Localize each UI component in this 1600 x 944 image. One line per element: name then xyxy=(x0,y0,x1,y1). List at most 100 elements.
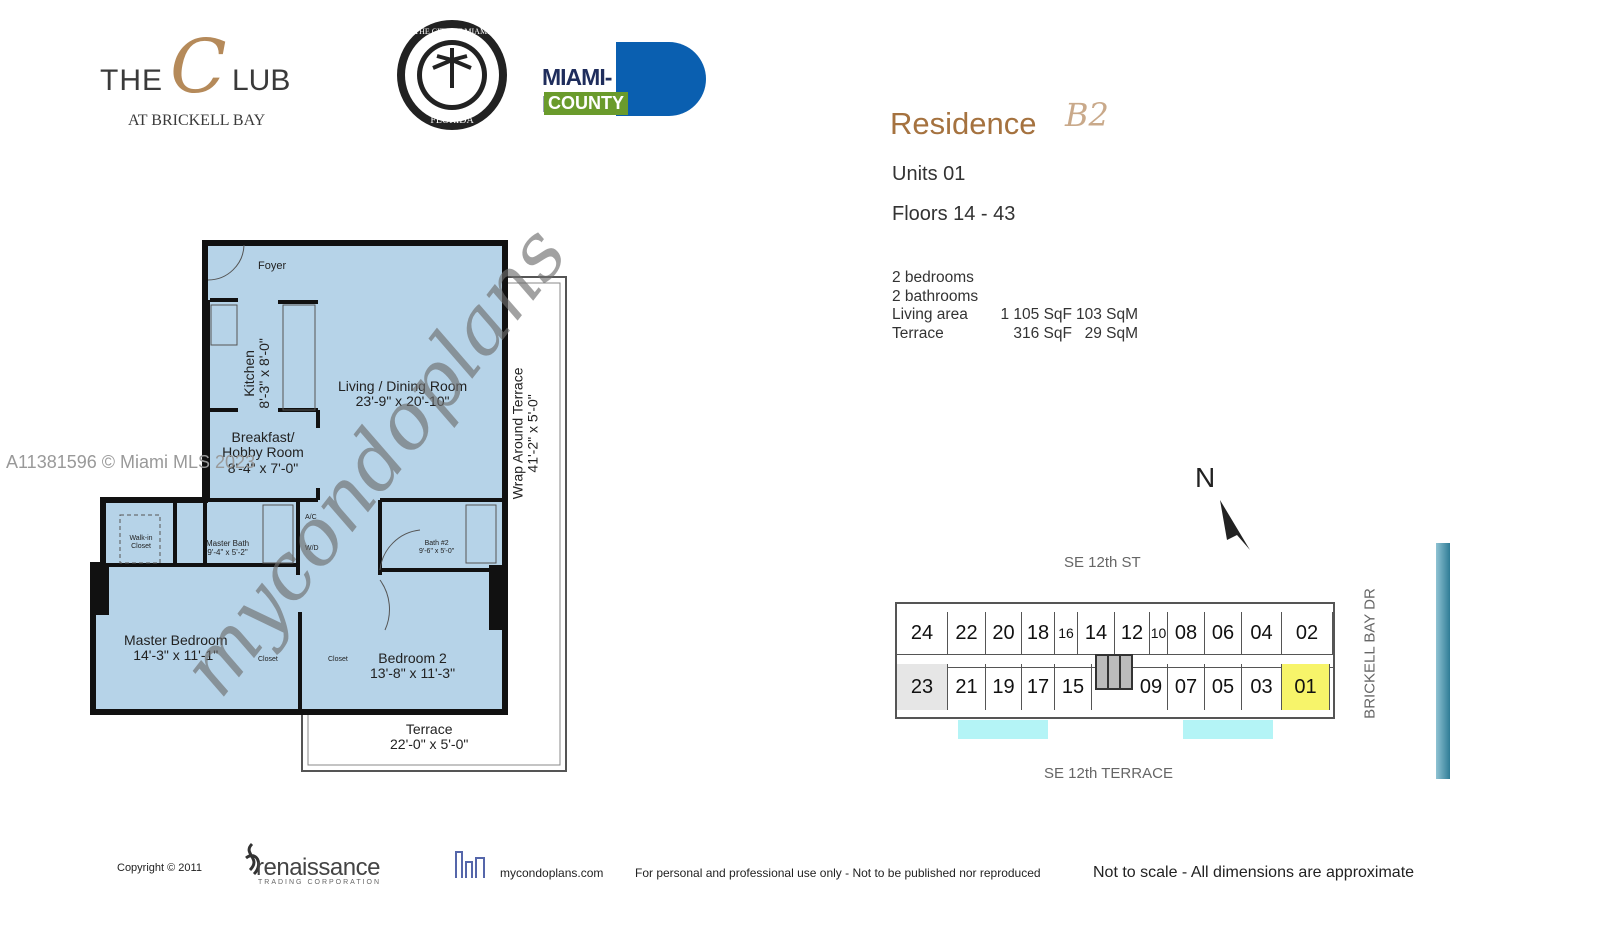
street-top: SE 12th ST xyxy=(1064,554,1141,571)
site-unit-02: 02 xyxy=(1282,612,1333,654)
waterfront xyxy=(1436,543,1450,779)
spec-row: 2 bedrooms xyxy=(892,269,1138,288)
room-dim: 22'-0" x 5'-0" xyxy=(390,736,469,753)
north-label: N xyxy=(1195,462,1216,493)
site-unit-01: 01 xyxy=(1282,664,1330,710)
logo-text: C xyxy=(170,24,227,110)
room-name: Breakfast/ Hobby Room xyxy=(222,429,304,461)
spec-label: 2 bedrooms xyxy=(892,269,974,286)
street-bottom: SE 12th TERRACE xyxy=(1044,765,1173,782)
room-dim: 8'-3" x 8'-0" xyxy=(256,338,273,409)
room-dim: 8'-4" x 7'-0" xyxy=(227,459,299,476)
room-dim: 9'-4" x 5'-2" xyxy=(207,547,248,557)
site-unit-21: 21 xyxy=(948,664,986,710)
room-label-foyer: Foyer xyxy=(258,260,287,272)
site-unit-19: 19 xyxy=(986,664,1022,710)
club-logo: THE C LUB AT BRICKELL BAY xyxy=(100,24,300,138)
site-unit-15: 15 xyxy=(1055,664,1092,710)
units-label: Units 01 xyxy=(892,163,966,185)
site-unit-03: 03 xyxy=(1242,664,1282,710)
site-unit-10: 10 xyxy=(1150,612,1168,654)
room-label-walkin: Walk-in Closet xyxy=(129,535,153,550)
label-ac: A/C xyxy=(305,514,317,521)
site-unit-06: 06 xyxy=(1205,612,1242,654)
seal-text: THE CITY OF MIAMI xyxy=(414,27,490,36)
logo-text: THE xyxy=(100,64,163,97)
room-name: Bedroom 2 xyxy=(378,650,447,666)
pool-left xyxy=(958,720,1048,739)
north-arrow-icon xyxy=(1220,500,1250,550)
label-closet: Closet xyxy=(258,656,278,663)
room-name: Master Bedroom xyxy=(124,632,228,648)
logo-text: AT BRICKELL BAY xyxy=(128,112,266,129)
site-unit-14: 14 xyxy=(1078,612,1115,654)
footer-site: mycondoplans.com xyxy=(500,866,604,880)
spec-row: Terrace 316 SqF 29 SqM xyxy=(892,325,1138,344)
room-name: Living / Dining Room xyxy=(338,378,468,394)
renaissance-logo-text: renaissance xyxy=(256,854,380,881)
site-unit-16: 16 xyxy=(1055,612,1078,654)
mls-watermark: A11381596 © Miami MLS 2023 xyxy=(6,452,256,472)
mycondoplans-logo-icon xyxy=(455,851,485,878)
residence-title: Residence xyxy=(890,106,1037,141)
room-name: Terrace xyxy=(405,721,453,737)
renaissance-logo-icon xyxy=(245,842,260,876)
room-dim: 13'-8" x 11'-3" xyxy=(370,665,456,682)
floors-label: Floors 14 - 43 xyxy=(892,203,1016,225)
label-closet: Closet xyxy=(328,656,348,663)
site-unit-09: 09 xyxy=(1135,664,1168,710)
site-unit-08: 08 xyxy=(1168,612,1205,654)
spec-sqm: 29 SqM xyxy=(1084,324,1138,342)
specs-list: 2 bedrooms 2 bathrooms Living area 1 105 … xyxy=(892,269,1138,343)
site-unit-12: 12 xyxy=(1115,612,1150,654)
spec-label: Living area xyxy=(892,306,968,323)
room-dim: 14'-3" x 11'-1" xyxy=(133,647,219,664)
elevator-core xyxy=(1095,654,1133,690)
room-dim: 9'-6" x 5'-0" xyxy=(419,547,455,555)
room-name: Master Bath xyxy=(206,539,250,548)
room-dim: 23'-9" x 20'-10" xyxy=(355,393,450,410)
renaissance-sub: TRADING CORPORATION xyxy=(258,879,382,886)
city-of-miami-seal: THE CITY OF MIAMI FLORIDA xyxy=(397,20,507,130)
street-right: BRICKELL BAY DR xyxy=(1361,588,1379,719)
logo-text: COUNTY xyxy=(544,92,628,115)
footer-usage: For personal and professional use only -… xyxy=(635,866,1041,880)
spec-row: 2 bathrooms xyxy=(892,288,1138,307)
site-unit-22: 22 xyxy=(948,612,986,654)
spec-label: 2 bathrooms xyxy=(892,287,979,305)
pool-right xyxy=(1183,720,1273,739)
label-wd: W/D xyxy=(305,545,319,552)
residence-model: B2 xyxy=(1065,96,1109,134)
site-unit-05: 05 xyxy=(1205,664,1242,710)
site-unit-18: 18 xyxy=(1022,612,1055,654)
copyright: Copyright © 2011 xyxy=(117,862,202,874)
spec-sqf: 316 SqF xyxy=(1013,324,1072,342)
room-dim: 41'-2" x 5'-0" xyxy=(524,394,541,473)
footer-scale: Not to scale - All dimensions are approx… xyxy=(1093,864,1415,881)
site-unit-23: 23 xyxy=(897,664,948,710)
logo-text: LUB xyxy=(232,64,291,97)
logo-d-shape xyxy=(616,42,706,116)
room-name: Bath #2 xyxy=(424,540,449,547)
spec-sqf: 1 105 SqF xyxy=(1000,306,1072,323)
site-unit-04: 04 xyxy=(1242,612,1282,654)
site-unit-07: 07 xyxy=(1168,664,1205,710)
room-name: Wrap Around Terrace xyxy=(509,367,526,500)
spec-label: Terrace xyxy=(892,324,944,342)
site-unit-20: 20 xyxy=(986,612,1022,654)
spec-sqm: 103 SqM xyxy=(1075,306,1138,323)
site-unit-24: 24 xyxy=(897,612,948,654)
seal-text: FLORIDA xyxy=(430,115,474,126)
